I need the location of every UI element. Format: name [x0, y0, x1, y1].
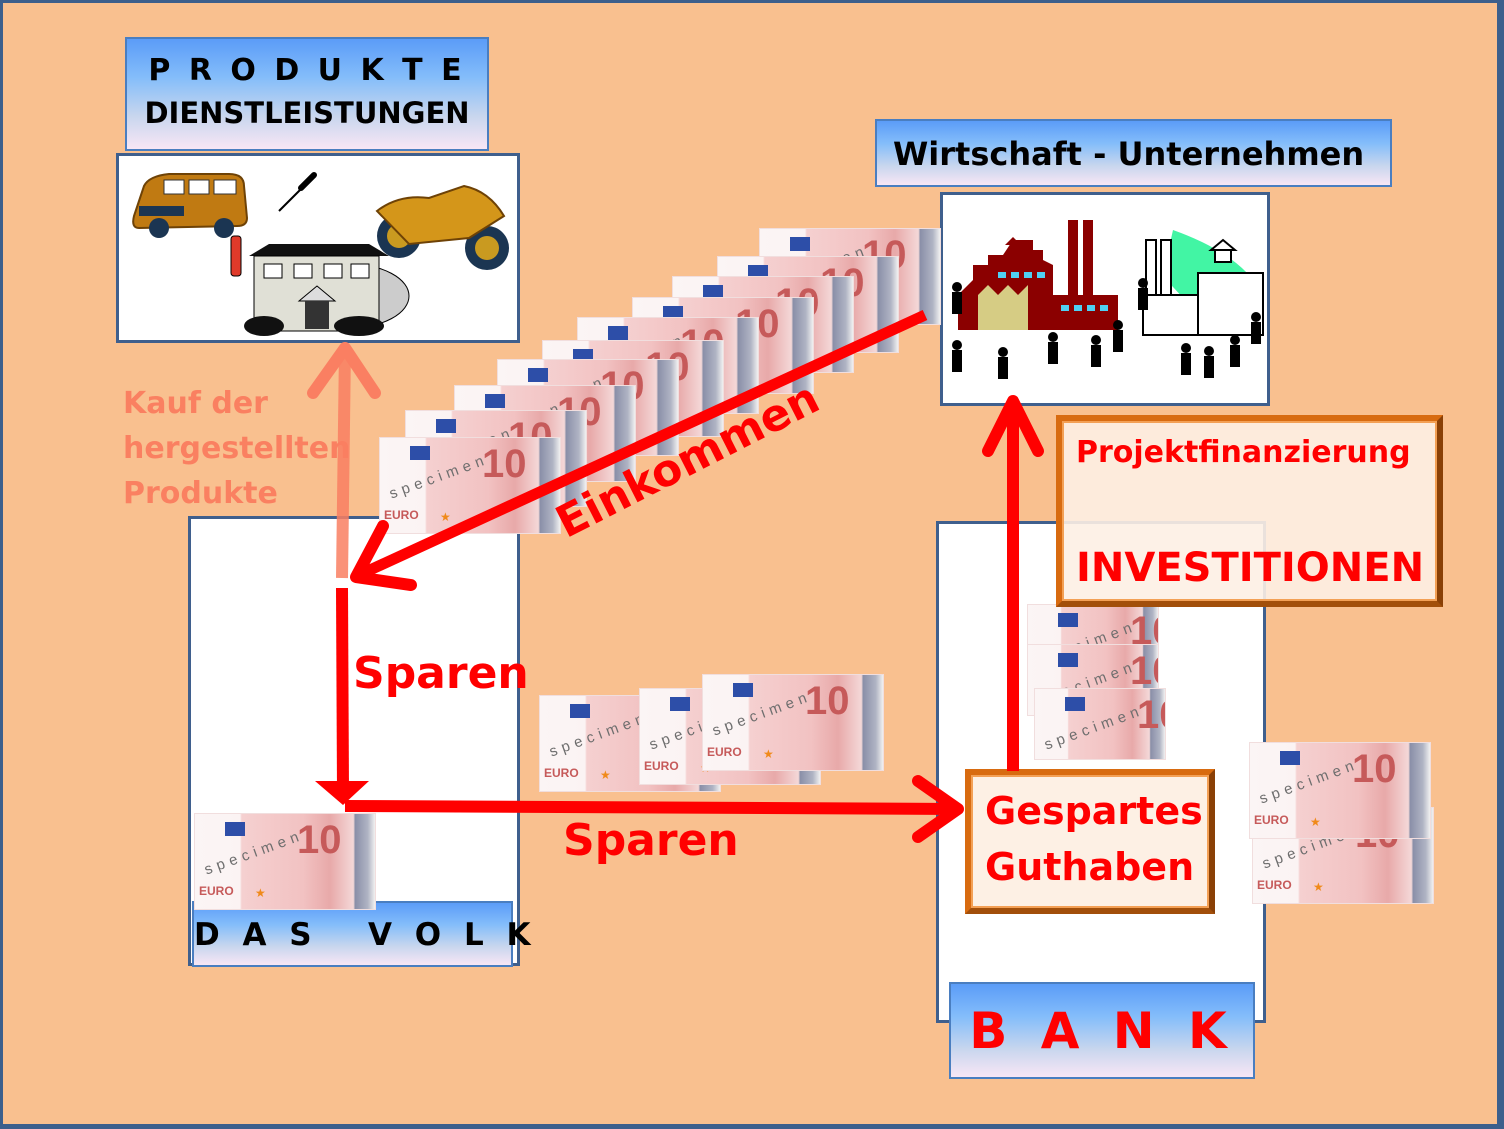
factory-image-box	[940, 192, 1270, 406]
project-financing-text: Projektfinanzierung	[1076, 435, 1411, 470]
products-image-box	[116, 153, 520, 343]
purchase-label-line1: Kauf der	[123, 386, 268, 421]
motorcycle-icon	[375, 184, 509, 270]
diagram-canvas: P R O D U K T E DIENSTLEISTUNGEN	[3, 3, 1497, 1124]
people-title: D A S V O L K	[194, 917, 537, 953]
bank-title: B A N K	[969, 1002, 1235, 1060]
savings-text-line1: Gespartes	[985, 789, 1203, 833]
economy-title: Wirtschaft - Unternehmen	[893, 135, 1365, 173]
purchase-label-line2: hergestellten	[123, 431, 351, 466]
products-label: P R O D U K T E DIENSTLEISTUNGEN	[125, 37, 489, 151]
screwdriver-icon	[278, 172, 317, 212]
factory-illustration	[952, 220, 1264, 379]
services-title: DIENSTLEISTUNGEN	[144, 96, 470, 130]
saving-vertical-label: Sparen	[353, 648, 529, 699]
products-illustration	[132, 172, 509, 336]
people-label: D A S V O L K	[192, 901, 537, 967]
purchase-label: Kauf der hergestellten Produkte	[123, 381, 350, 516]
purchase-label-line3: Produkte	[123, 476, 278, 511]
economy-label: Wirtschaft - Unternehmen	[875, 119, 1392, 187]
investment-box: Projektfinanzierung INVESTITIONEN	[1056, 415, 1443, 607]
van-icon	[132, 173, 249, 238]
red-screwdriver-icon	[230, 235, 242, 277]
saving-horizontal-label: Sparen	[563, 815, 739, 866]
savings-text-line2: Guthaben	[985, 845, 1195, 889]
savings-box: Gespartes Guthaben	[965, 769, 1215, 914]
bank-label: B A N K	[949, 982, 1255, 1079]
investments-text: INVESTITIONEN	[1076, 545, 1425, 591]
workers-icon	[952, 278, 1261, 379]
factory-outline-icon	[1142, 230, 1264, 336]
products-title: P R O D U K T E	[148, 53, 466, 88]
factory-red-icon	[958, 220, 1118, 330]
house-icon	[244, 244, 410, 336]
